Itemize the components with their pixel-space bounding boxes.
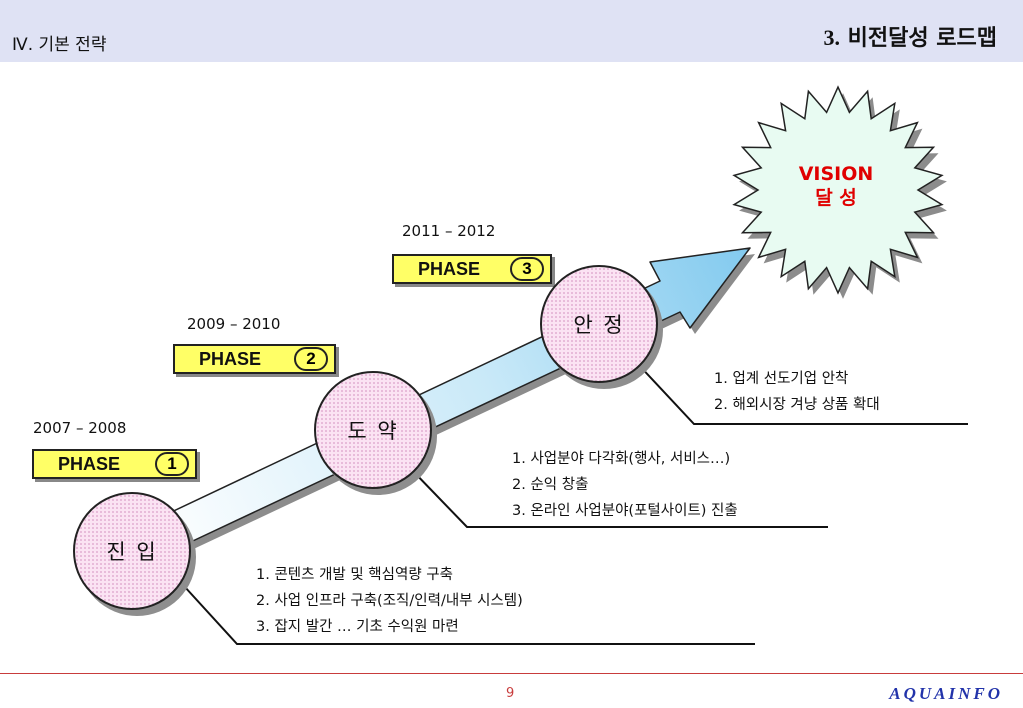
page-title-number: 3. [823,25,841,50]
phase-2-badge: PHASE 2 [173,344,336,374]
page-number: 9 [506,686,515,701]
stage-1-goals: 1. 콘텐츠 개발 및 핵심역량 구축 2. 사업 인프라 구축(조직/인력/내… [256,562,523,640]
leader-line-stage-3 [635,361,968,425]
header-bar [0,0,1023,62]
section-label: Ⅳ. 기본 전략 [12,35,107,55]
list-item: 1. 업계 선도기업 안착 [714,371,849,387]
stage-1-circle: 진 입 [73,492,191,610]
phase-2-period: 2009 – 2010 [187,315,281,333]
stage-3-circle: 안 정 [540,265,658,383]
leader-line-stage-1 [183,585,755,645]
vision-label-line2: 달 성 [815,187,857,209]
phase-3-label: PHASE [418,259,481,279]
stage-2-circle: 도 약 [314,371,432,489]
stage-3-goals: 1. 업계 선도기업 안착 2. 해외시장 겨냥 상품 확대 [714,366,880,418]
list-item: 2. 해외시장 겨냥 상품 확대 [714,397,880,413]
list-item: 1. 콘텐츠 개발 및 핵심역량 구축 [256,567,453,583]
list-item: 2. 사업 인프라 구축(조직/인력/내부 시스템) [256,593,523,609]
stage-2-name: 도 약 [347,419,399,443]
phase-3-number: 3 [510,257,544,281]
vision-burst [732,85,944,295]
phase-1-period: 2007 – 2008 [33,419,127,437]
vision-label-line1: VISION [798,163,874,185]
phase-1-badge: PHASE 1 [32,449,197,479]
footer-divider [0,673,1023,674]
page-title: 3. 비전달성 로드맵 [824,20,998,52]
phase-1-label: PHASE [58,454,121,474]
stage-1-name: 진 입 [106,540,158,564]
brand-logo: AQUAINFO [889,684,1003,703]
phase-2-label: PHASE [199,349,262,369]
phase-1-number: 1 [155,452,189,476]
phase-3-period: 2011 – 2012 [402,222,496,240]
stage-3-name: 안 정 [573,313,625,337]
list-item: 3. 온라인 사업분야(포털사이트) 진출 [512,503,738,519]
leader-line-stage-2 [409,467,828,528]
stage-2-goals: 1. 사업분야 다각화(행사, 서비스…) 2. 순익 창출 3. 온라인 사업… [512,446,738,524]
list-item: 3. 잡지 발간 … 기초 수익원 마련 [256,619,459,635]
list-item: 2. 순익 창출 [512,477,589,493]
list-item: 1. 사업분야 다각화(행사, 서비스…) [512,451,731,467]
page-title-text: 비전달성 로드맵 [840,25,997,51]
phase-3-badge: PHASE 3 [392,254,552,284]
phase-2-number: 2 [294,347,328,371]
vision-label: VISION 달 성 [776,162,896,210]
